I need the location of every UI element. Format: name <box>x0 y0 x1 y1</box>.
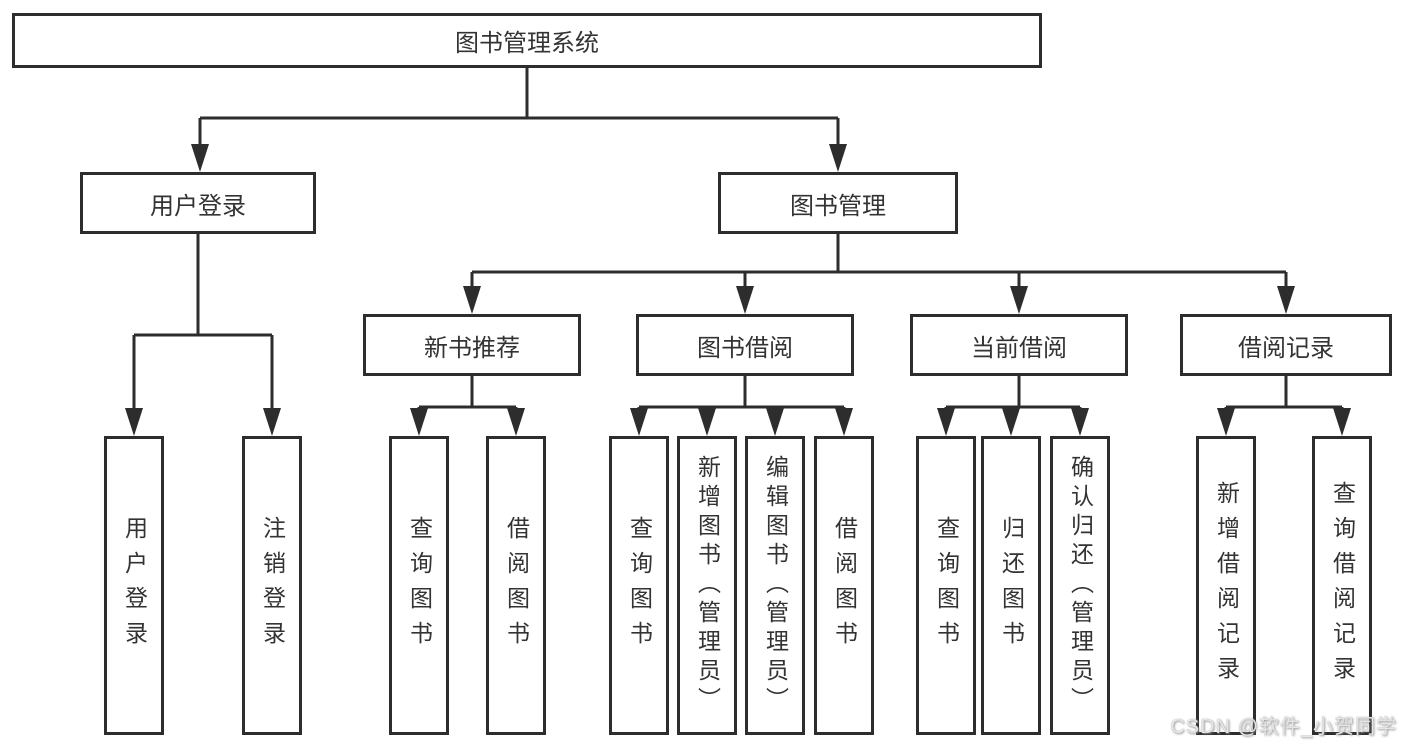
leaf-confirm-return-admin: 确认归还（管理员） <box>1050 436 1110 735</box>
node-borrow-records: 借阅记录 <box>1180 314 1392 376</box>
leaf-add-borrow-record: 新增借阅记录 <box>1196 436 1256 735</box>
leaf-logout: 注销登录 <box>242 436 302 735</box>
node-user-login: 用户登录 <box>80 172 316 234</box>
csdn-watermark: CSDN @软件_小贺同学 <box>1170 716 1397 738</box>
node-root-system: 图书管理系统 <box>12 13 1042 68</box>
leaf-query-books-borrow: 查询图书 <box>609 436 669 735</box>
leaf-user-login: 用户登录 <box>104 436 164 735</box>
node-current-borrow: 当前借阅 <box>910 314 1128 376</box>
leaf-add-book-admin: 新增图书（管理员） <box>677 436 737 735</box>
leaf-query-books-recommend: 查询图书 <box>389 436 449 735</box>
leaf-borrow-books: 借阅图书 <box>814 436 874 735</box>
leaf-query-books-current: 查询图书 <box>916 436 976 735</box>
arrowheads <box>125 144 1351 436</box>
leaf-edit-book-admin: 编辑图书（管理员） <box>745 436 805 735</box>
leaf-query-borrow-record: 查询借阅记录 <box>1312 436 1372 735</box>
node-book-management: 图书管理 <box>718 172 958 234</box>
leaf-borrow-books-recommend: 借阅图书 <box>486 436 546 735</box>
node-new-book-recommend: 新书推荐 <box>363 314 581 376</box>
leaf-return-books: 归还图书 <box>981 436 1041 735</box>
node-book-borrow: 图书借阅 <box>636 314 854 376</box>
